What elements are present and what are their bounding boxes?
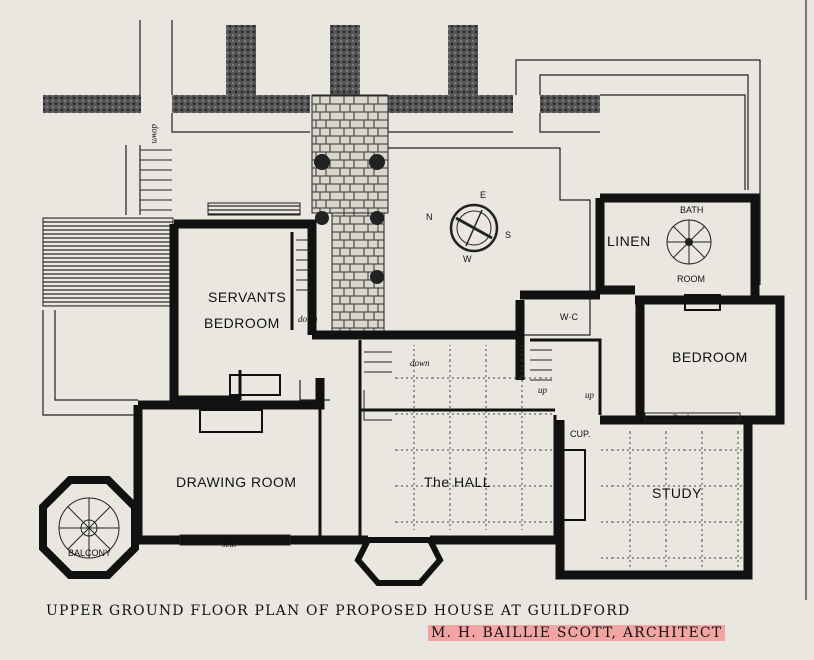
bookshelf	[644, 412, 741, 422]
floor-plan: N E S W	[39, 0, 807, 600]
bath-octagon	[666, 219, 712, 265]
fireplaces	[199, 294, 721, 521]
compass-west: W	[463, 254, 472, 264]
hall-bay-window	[354, 537, 444, 586]
down-hall-label: down	[410, 358, 430, 368]
compass-east: E	[480, 190, 486, 200]
hall-floor	[392, 345, 554, 530]
garden-paths	[42, 20, 761, 416]
courtyard	[388, 147, 591, 336]
hall-label: The HALL	[424, 474, 491, 490]
servants-bedroom-label-2: BEDROOM	[204, 315, 280, 331]
balcony-label: BALCONY	[68, 548, 111, 558]
stairs	[296, 239, 552, 421]
linen-label: LINEN	[607, 233, 651, 249]
cup-label: CUP.	[570, 429, 590, 439]
seat-label: seat	[222, 539, 237, 549]
compass	[449, 203, 499, 253]
bath-label: BATH	[680, 205, 703, 215]
hedges	[43, 25, 600, 113]
up-label-1: up	[538, 385, 548, 395]
study-floor	[600, 428, 744, 570]
architect-credit: M. H. BAILLIE SCOTT, ARCHITECT	[428, 625, 726, 641]
up-label-2: up	[585, 390, 595, 400]
books-label: Books	[672, 413, 694, 423]
study-label: STUDY	[652, 485, 702, 501]
room-label: ROOM	[677, 274, 705, 284]
garden-steps	[140, 149, 301, 216]
stone-path	[311, 94, 389, 334]
drawing-room-label: DRAWING ROOM	[176, 474, 297, 490]
down-servants-label: down	[298, 314, 318, 324]
servants-bedroom-label-1: SERVANTS	[208, 289, 286, 305]
wc-label: W·C	[560, 312, 578, 322]
compass-north: N	[426, 212, 433, 222]
compass-south: S	[505, 230, 511, 240]
bedroom-label: BEDROOM	[672, 349, 748, 365]
plan-caption: UPPER GROUND FLOOR PLAN OF PROPOSED HOUS…	[46, 603, 631, 619]
terrace	[42, 217, 174, 307]
window-seat	[179, 534, 291, 546]
down-stairs-top-label: down	[150, 124, 160, 144]
balcony-octagon	[39, 476, 139, 579]
